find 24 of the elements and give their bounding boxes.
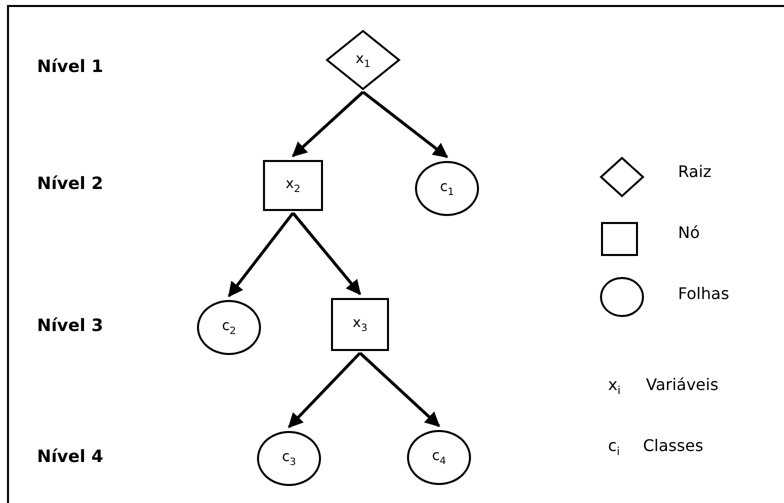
- legend-text: Variáveis: [646, 375, 718, 394]
- leaf-ellipse: c$_{1}$: [415, 161, 479, 216]
- root-diamond: x$_{1}$: [326, 30, 400, 90]
- level-label: Nível 4: [37, 447, 104, 467]
- leaf-ellipse: c$_{2}$: [197, 300, 261, 355]
- leaf-ellipse: c$_{3}$: [257, 431, 321, 486]
- node-box: x$_{2}$: [263, 160, 323, 211]
- arrow: [358, 352, 440, 428]
- leaf-ellipse: c$_{4}$: [407, 430, 471, 485]
- arrow: [228, 212, 294, 298]
- arrow: [288, 352, 362, 428]
- legend-symbol: c$_{i}$: [608, 436, 620, 458]
- arrow: [362, 90, 448, 158]
- level-label: Nível 1: [37, 57, 104, 77]
- legend-text: Raiz: [678, 162, 712, 181]
- legend-text: Folhas: [678, 284, 730, 303]
- arrow: [292, 212, 362, 296]
- legend-symbol: x$_{i}$: [608, 375, 621, 398]
- level-label: Nível 2: [37, 174, 104, 194]
- legend-text: Classes: [643, 436, 704, 455]
- level-label: Nível 3: [37, 316, 104, 336]
- arrow: [292, 90, 364, 158]
- legend-text: Nó: [678, 223, 700, 242]
- node-box: x$_{3}$: [331, 298, 389, 351]
